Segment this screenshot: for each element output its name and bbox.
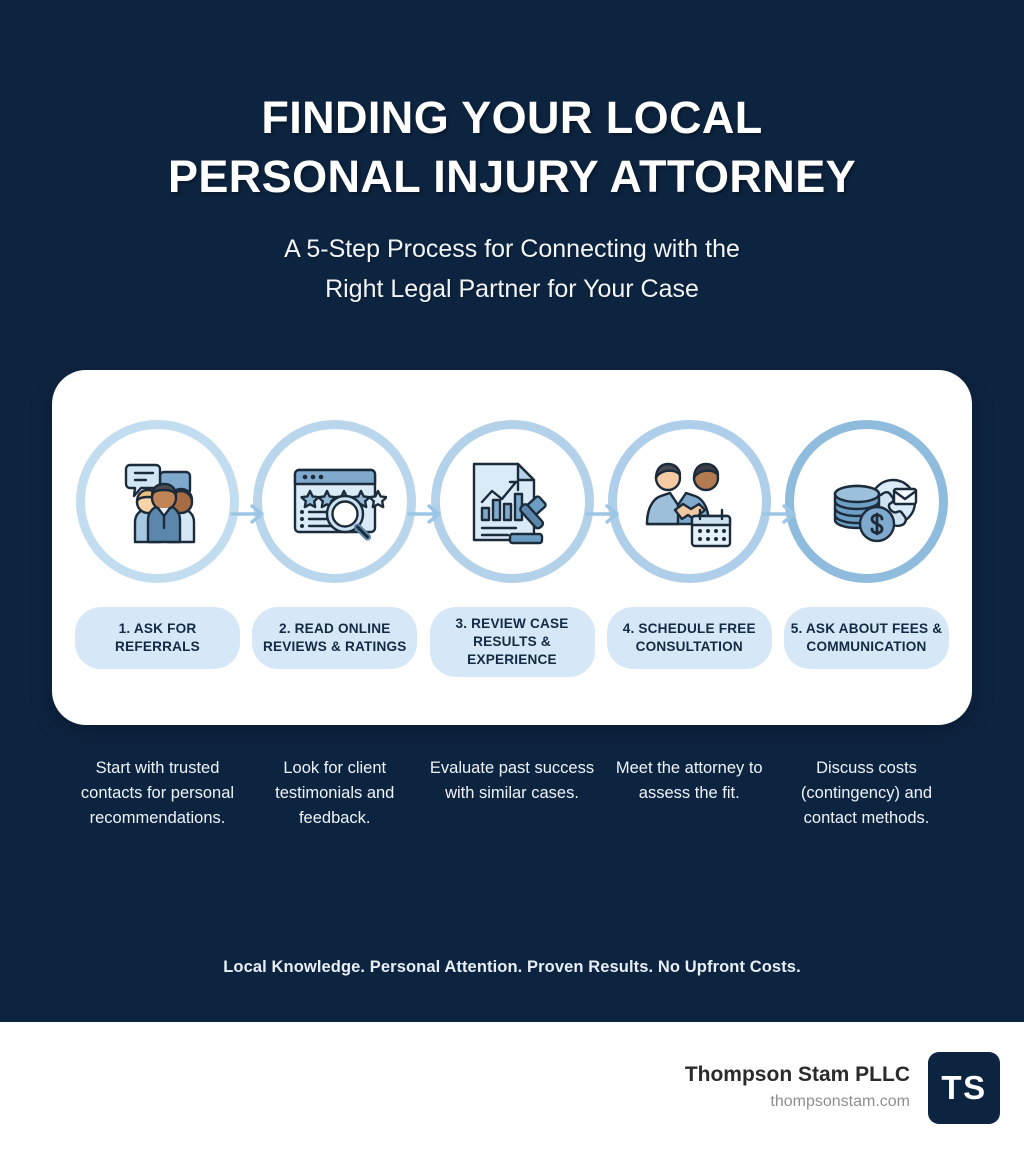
footer-text-block: Thompson Stam PLLC thompsonstam.com xyxy=(685,1062,910,1114)
steps-row: 1. ASK FOR REFERRALS xyxy=(52,370,972,725)
step-2-circle xyxy=(253,420,417,583)
step-5-description: Discuss costs (contingency) and contact … xyxy=(800,759,933,828)
step-arrow-icon xyxy=(584,504,619,524)
step-3-pill[interactable]: 3. REVIEW CASE RESULTS & EXPERIENCE xyxy=(429,607,595,678)
step-3[interactable]: 3. REVIEW CASE RESULTS & EXPERIENCE xyxy=(429,370,619,725)
handshake-calendar-icon xyxy=(646,462,732,547)
subtitle-line-1: A 5-Step Process for Connecting with the xyxy=(284,234,740,263)
hero-header: FINDING YOUR LOCAL PERSONAL INJURY ATTOR… xyxy=(0,0,1024,310)
step-1-circle xyxy=(76,420,239,583)
step-1-label: 1. ASK FOR REFERRALS xyxy=(115,620,200,654)
step-arrow-icon xyxy=(407,504,441,524)
people-speech-bubbles-icon xyxy=(124,463,195,543)
step-5[interactable]: 5. ASK ABOUT FEES & COMMUNICATION xyxy=(784,370,949,725)
step-3-description: Evaluate past success with similar cases… xyxy=(429,759,595,803)
step-arrow-icon xyxy=(230,504,264,524)
step-2-description: Look for client testimonials and feedbac… xyxy=(275,759,395,828)
process-card: 1. ASK FOR REFERRALS xyxy=(52,370,972,725)
step-arrow-icon xyxy=(762,504,796,524)
footer: Thompson Stam PLLC thompsonstam.com TS xyxy=(0,1022,1024,1154)
step-5-label: 5. ASK ABOUT FEES & COMMUNICATION xyxy=(790,620,943,654)
step-1-pill[interactable]: 1. ASK FOR REFERRALS xyxy=(75,607,240,669)
tagline: Local Knowledge. Personal Attention. Pro… xyxy=(223,958,801,976)
document-chart-gavel-icon xyxy=(472,462,547,544)
step-1[interactable]: 1. ASK FOR REFERRALS xyxy=(75,370,264,725)
step-2-label: 2. READ ONLINE REVIEWS & RATINGS xyxy=(262,620,407,654)
firm-logo: TS xyxy=(928,1052,1000,1124)
step-4-circle xyxy=(607,420,771,583)
page-subtitle: A 5-Step Process for Connecting with the… xyxy=(162,229,862,310)
page-title: FINDING YOUR LOCAL PERSONAL INJURY ATTOR… xyxy=(72,88,952,207)
step-4-description: Meet the attorney to assess the fit. xyxy=(615,759,763,803)
firm-logo-initials: TS xyxy=(941,1069,987,1106)
step-3-label: 3. REVIEW CASE RESULTS & EXPERIENCE xyxy=(455,616,569,668)
title-line-2: PERSONAL INJURY ATTORNEY xyxy=(167,151,857,203)
step-descriptions: Start with trusted contacts for personal… xyxy=(52,756,972,831)
step-1-description: Start with trusted contacts for personal… xyxy=(80,759,235,828)
step-4-label: 4. SCHEDULE FREE CONSULTATION xyxy=(622,620,756,654)
review-stars-magnifier-icon xyxy=(293,468,387,540)
step-3-circle xyxy=(430,420,594,583)
firm-website[interactable]: thompsonstam.com xyxy=(770,1093,910,1111)
step-2[interactable]: 2. READ ONLINE REVIEWS & RATINGS xyxy=(252,370,441,725)
firm-name: Thompson Stam PLLC xyxy=(684,1062,910,1086)
step-5-circle xyxy=(785,420,948,583)
subtitle-line-2: Right Legal Partner for Your Case xyxy=(325,275,699,304)
step-4-pill[interactable]: 4. SCHEDULE FREE CONSULTATION xyxy=(606,607,772,669)
coins-phone-mail-icon xyxy=(833,478,917,542)
title-line-1: FINDING YOUR LOCAL xyxy=(261,92,763,143)
step-5-pill[interactable]: 5. ASK ABOUT FEES & COMMUNICATION xyxy=(784,607,949,669)
step-4[interactable]: 4. SCHEDULE FREE CONSULTATION xyxy=(606,370,796,725)
step-2-pill[interactable]: 2. READ ONLINE REVIEWS & RATINGS xyxy=(252,607,418,669)
